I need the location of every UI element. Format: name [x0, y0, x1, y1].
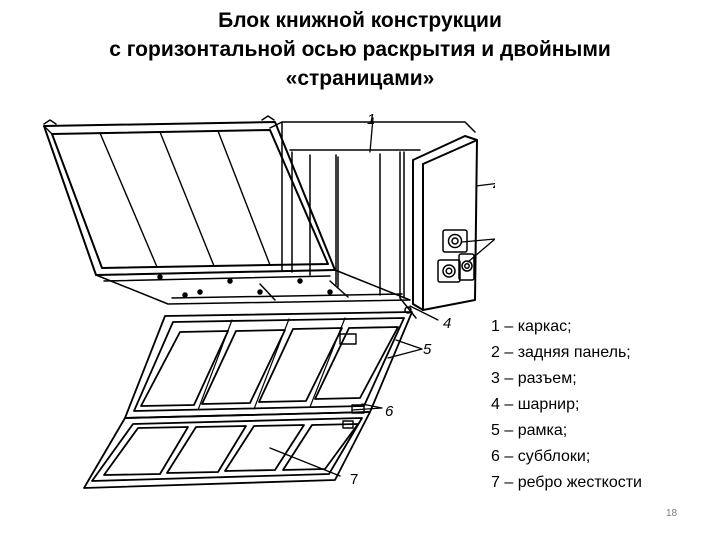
callout-2: 2 — [492, 175, 495, 192]
legend-list: 1 – каркас; 2 – задняя панель; 3 – разъе… — [491, 314, 642, 496]
title-line-1: Блок книжной конструкции — [218, 9, 502, 32]
legend-item-frame-rack: 5 – рамка; — [491, 422, 568, 439]
title-line-3: «страницами» — [285, 67, 435, 90]
legend-item-frame: 1 – каркас; — [491, 318, 572, 335]
title-line-2: с горизонтальной осью раскрытия и двойны… — [109, 38, 611, 61]
cover-plate — [95, 269, 411, 305]
callout-leaders — [351, 117, 495, 411]
back-panel — [412, 135, 478, 311]
legend-item-connector: 3 – разъем; — [491, 370, 577, 387]
frame — [269, 121, 476, 299]
callout-5: 5 — [423, 341, 432, 358]
legend-item-back-panel: 2 – задняя панель; — [491, 344, 631, 361]
legend-item-subassemblies: 6 – субблоки; — [491, 448, 591, 465]
callout-1: 1 — [367, 111, 375, 128]
legend-item-stiffening-rib: 7 – ребро жесткости — [491, 474, 642, 491]
callout-7: 7 — [350, 471, 358, 488]
upper-frame — [124, 311, 413, 419]
subassemblies — [339, 333, 365, 429]
slide-title: Блок книжной конструкции с горизонтально… — [60, 6, 660, 93]
connectors — [437, 229, 475, 283]
book-unit-drawing: 1 2 3 4 5 6 7 — [43, 111, 495, 489]
hinge — [399, 297, 417, 319]
callout-4: 4 — [443, 315, 451, 332]
callout-labels: 1 2 3 4 5 6 7 — [350, 111, 495, 488]
stiffening-rib — [269, 447, 341, 477]
page-number: 18 — [666, 508, 678, 519]
legend-item-hinge: 4 – шарнир; — [491, 396, 580, 413]
lower-frame — [83, 411, 371, 489]
callout-6: 6 — [385, 403, 394, 420]
